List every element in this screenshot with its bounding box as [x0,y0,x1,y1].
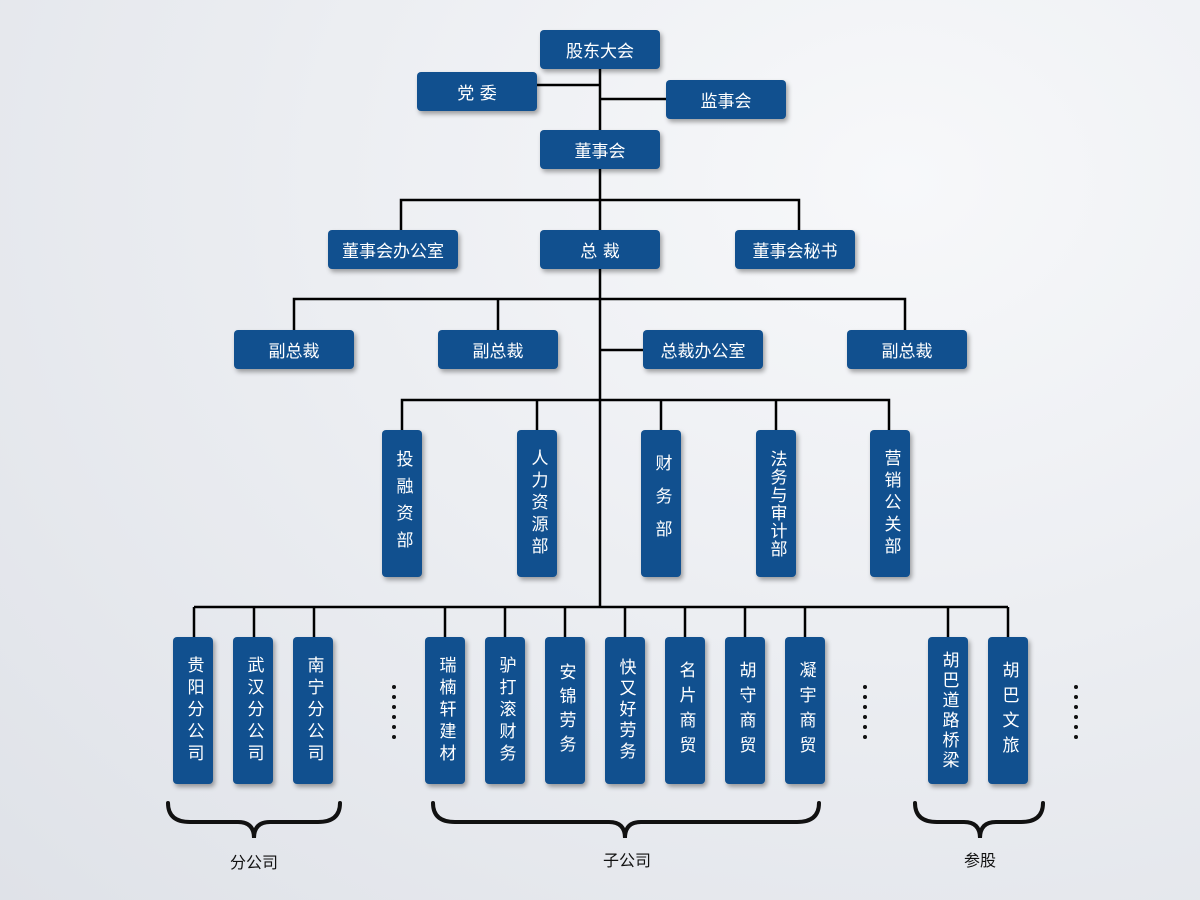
node-dept-human-resources[interactable]: 人力资源部 [517,430,557,577]
ellipsis-branches [392,685,396,745]
node-vice-president-3[interactable]: 副总裁 [847,330,967,369]
node-holding-2[interactable]: 胡巴文旅 [988,637,1028,784]
brace-subsidiaries [431,801,821,839]
node-subsidiary-4[interactable]: 快又好劳务 [605,637,645,784]
group-label-holdings: 参股 [963,851,997,870]
brace-branches [166,801,342,839]
node-board-of-directors[interactable]: 董事会 [540,130,660,169]
node-subsidiary-1[interactable]: 瑞楠轩建材 [425,637,465,784]
node-subsidiary-2[interactable]: 驴打滚财务 [485,637,525,784]
node-vice-president-2[interactable]: 副总裁 [438,330,558,369]
node-dept-investment-financing[interactable]: 投融资部 [382,430,422,577]
node-president-office[interactable]: 总裁办公室 [643,330,763,369]
node-dept-legal-audit[interactable]: 法务与审计部 [756,430,796,577]
node-branch-wuhan[interactable]: 武汉分公司 [233,637,273,784]
node-dept-marketing-pr[interactable]: 营销公关部 [870,430,910,577]
ellipsis-holdings [1074,685,1078,745]
node-branch-guiyang[interactable]: 贵阳分公司 [173,637,213,784]
node-subsidiary-6[interactable]: 胡守商贸 [725,637,765,784]
brace-holdings [913,801,1045,839]
node-dept-finance[interactable]: 财务部 [641,430,681,577]
group-label-branches: 分公司 [229,853,279,872]
node-board-office[interactable]: 董事会办公室 [328,230,458,269]
ellipsis-subsidiaries [863,685,867,745]
node-branch-nanning[interactable]: 南宁分公司 [293,637,333,784]
node-board-secretary[interactable]: 董事会秘书 [735,230,855,269]
node-subsidiary-5[interactable]: 名片商贸 [665,637,705,784]
node-holding-1[interactable]: 胡巴道路桥梁 [928,637,968,784]
node-subsidiary-7[interactable]: 凝宇商贸 [785,637,825,784]
node-shareholders-meeting[interactable]: 股东大会 [540,30,660,69]
node-vice-president-1[interactable]: 副总裁 [234,330,354,369]
group-label-subsidiaries: 子公司 [602,851,652,870]
node-president[interactable]: 总 裁 [540,230,660,269]
node-subsidiary-3[interactable]: 安锦劳务 [545,637,585,784]
node-party-committee[interactable]: 党 委 [417,72,537,111]
node-supervisory-board[interactable]: 监事会 [666,80,786,119]
